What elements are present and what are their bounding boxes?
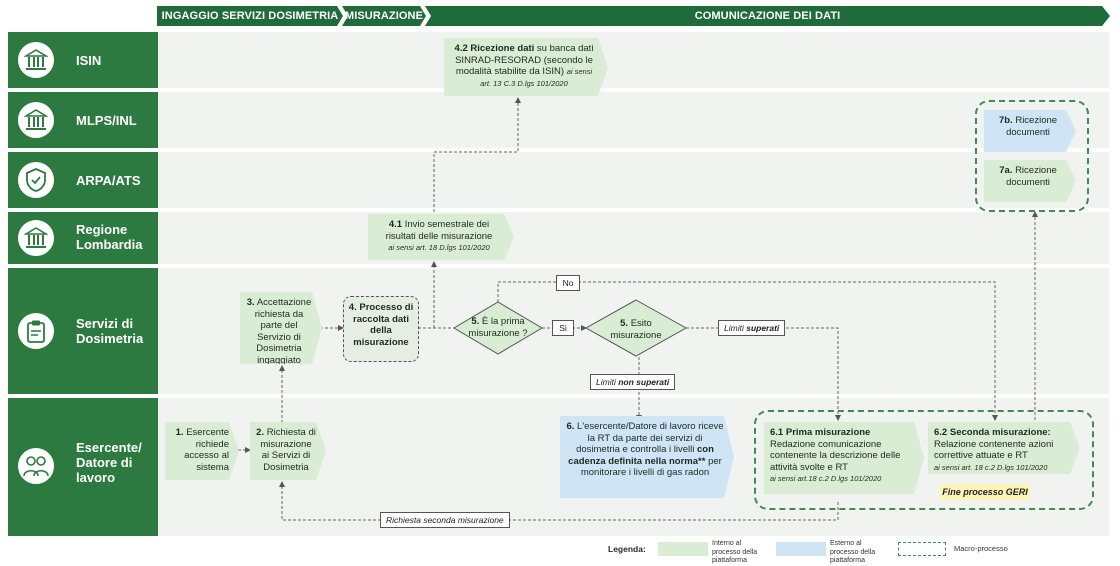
step-62-box: 6.2 Seconda misurazione: Relazione conte… bbox=[928, 422, 1080, 474]
tag-limiti-superati: Limiti superati bbox=[718, 320, 786, 336]
legend: Legenda: Interno al processo della piatt… bbox=[608, 540, 1048, 564]
phase-misurazione-label: MISURAZIONE bbox=[344, 10, 424, 22]
lane-esercente-title: Esercente/ Datore di lavoro bbox=[76, 440, 142, 485]
lane-regione: Regione Lombardia bbox=[8, 212, 158, 264]
step-3-box: 3. Accettazione richiesta da parte del S… bbox=[240, 292, 322, 364]
building-icon bbox=[16, 100, 56, 140]
lane-regione-title: Regione Lombardia bbox=[76, 222, 143, 252]
shield-icon bbox=[16, 160, 56, 200]
step-6-box: 6. L'esercente/Datore di lavoro riceve l… bbox=[560, 416, 734, 498]
legend-swatch-internal bbox=[658, 542, 708, 556]
step-41-box: 4.1 Invio semestrale dei risultati delle… bbox=[368, 214, 514, 260]
legend-title: Legenda: bbox=[608, 544, 646, 554]
step-1-box: 1. Esercente richiede accesso al sistema bbox=[165, 422, 239, 480]
step-42-box: 4.2 Ricezione dati su banca dati SINRAD-… bbox=[444, 38, 608, 96]
phase-ingaggio-label: INGAGGIO SERVIZI DOSIMETRIA bbox=[161, 10, 339, 22]
step-2-box: 2. Richiesta di misurazione ai Servizi d… bbox=[250, 422, 326, 480]
phase-comunicazione: COMUNICAZIONE DEI DATI bbox=[425, 6, 1110, 26]
legend-internal: Interno al processo della piattaforma bbox=[712, 540, 758, 564]
lane-mlps-title: MLPS/INL bbox=[76, 113, 137, 128]
step-7b-box: 7b. Ricezione documenti bbox=[984, 110, 1076, 152]
lane-isin: ISIN bbox=[8, 32, 158, 88]
lane-band-mlps bbox=[157, 92, 1109, 148]
lane-band-isin bbox=[157, 32, 1109, 88]
decision-prima-misurazione: 5. È la prima misurazione ? bbox=[468, 316, 528, 339]
phase-comunicazione-label: COMUNICAZIONE DEI DATI bbox=[694, 10, 841, 22]
legend-swatch-macro bbox=[898, 542, 946, 556]
macro-process-enti bbox=[975, 100, 1089, 212]
tag-limiti-non-superati: Limiti non superati bbox=[590, 374, 676, 390]
building-icon bbox=[16, 40, 56, 80]
lane-band-regione bbox=[157, 212, 1109, 264]
building-icon bbox=[16, 218, 56, 258]
legend-macro: Macro-processo bbox=[954, 544, 1008, 553]
end-process-badge: Fine processo GERI bbox=[940, 484, 1030, 500]
lane-isin-title: ISIN bbox=[76, 53, 102, 68]
lane-servizi: Servizi di Dosimetria bbox=[8, 268, 158, 394]
tag-si: Si bbox=[552, 320, 574, 336]
step-7a-box: 7a. Ricezione documenti bbox=[984, 160, 1076, 202]
legend-swatch-external bbox=[776, 542, 826, 556]
step-4-box: 4. Processo di raccolta dati della misur… bbox=[343, 296, 419, 362]
tag-no: No bbox=[556, 275, 580, 291]
phase-ingaggio: INGAGGIO SERVIZI DOSIMETRIA bbox=[157, 6, 343, 26]
tag-richiesta-seconda: Richiesta seconda misurazione bbox=[380, 512, 510, 528]
step-61-box: 6.1 Prima misurazione Redazione comunica… bbox=[764, 422, 924, 494]
lane-esercente: Esercente/ Datore di lavoro bbox=[8, 398, 158, 536]
macro-process-esercente bbox=[754, 410, 1094, 510]
clipboard-icon bbox=[16, 311, 56, 351]
lane-band-arpa bbox=[157, 152, 1109, 208]
people-icon bbox=[16, 446, 56, 486]
lane-arpa-title: ARPA/ATS bbox=[76, 173, 141, 188]
lane-servizi-title: Servizi di Dosimetria bbox=[76, 316, 144, 346]
decision-esito-misurazione: 5. Esito misurazione bbox=[610, 318, 662, 341]
legend-external: Esterno al processo della piattaforma bbox=[830, 540, 876, 564]
lane-mlps: MLPS/INL bbox=[8, 92, 158, 148]
lane-arpa: ARPA/ATS bbox=[8, 152, 158, 208]
phase-misurazione: MISURAZIONE bbox=[342, 6, 426, 26]
